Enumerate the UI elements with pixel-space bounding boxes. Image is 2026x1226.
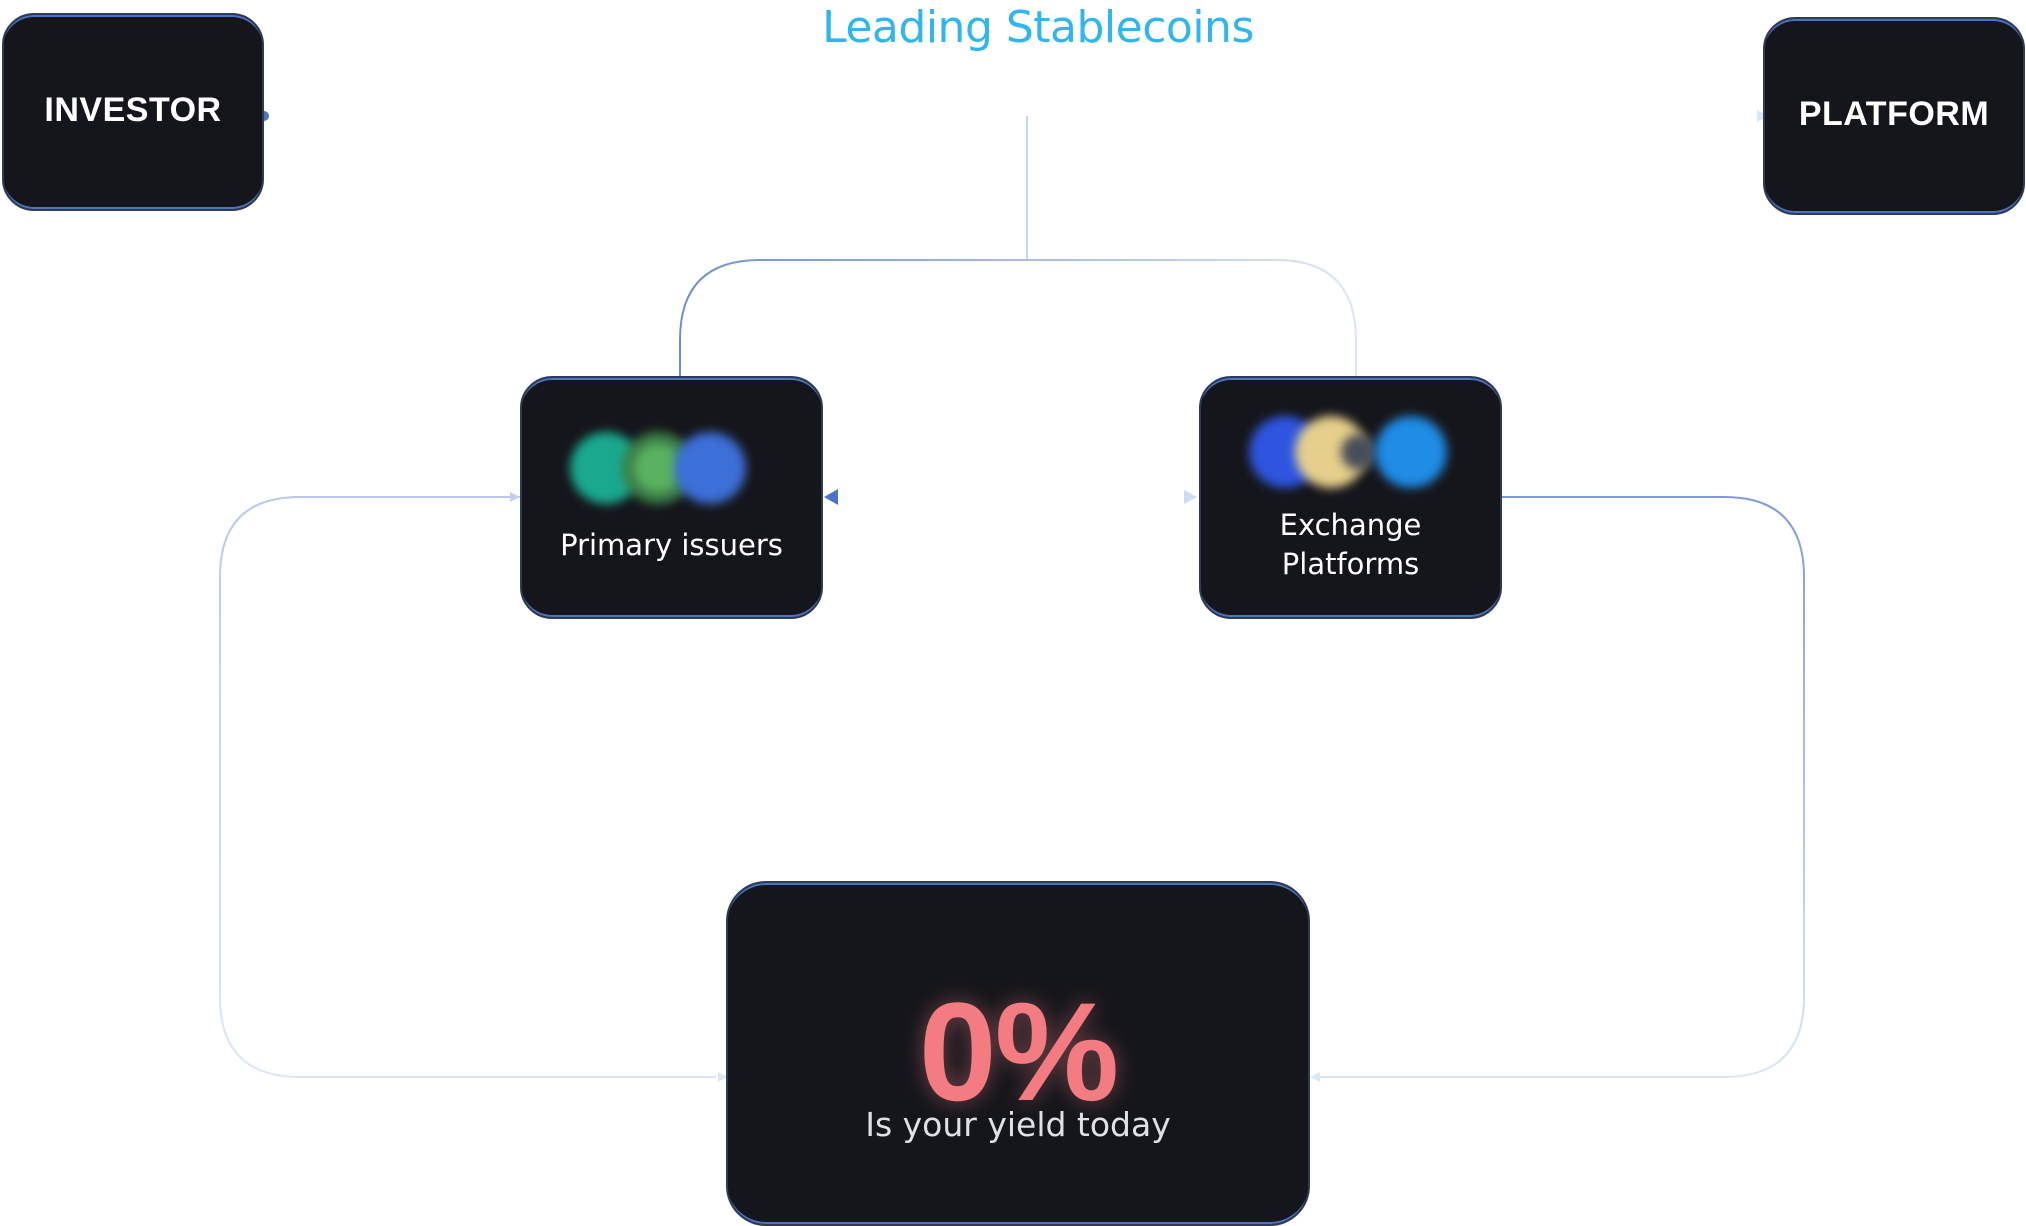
exchange-label-line2: Platforms [1281,547,1420,581]
arrow-into-primary [510,492,520,502]
platform-label: PLATFORM [1798,95,1990,133]
exchange-platforms-node[interactable]: Exchange Platforms [1199,376,1502,619]
primary-issuers-label: Primary issuers [560,528,783,562]
arrow-to-primary [824,489,838,505]
blue-coin-icon [674,432,746,504]
branch-arc [679,259,1357,376]
arrow-to-exchange [1184,490,1197,504]
primary-issuers-node[interactable]: Primary issuers [520,376,823,619]
diagram-title: Leading Stablecoins [822,2,1254,53]
arrow-to-yield-right [1310,1072,1320,1082]
dark-coin-icon [1341,434,1377,470]
yield-value: 0% [918,973,1119,1130]
exchange-label-line1: Exchange [1279,508,1422,542]
right-loop-line [1320,496,1805,1078]
light-blue-coin-icon [1375,416,1447,488]
investor-label: INVESTOR [44,91,222,129]
left-loop-line [219,496,716,1078]
exchange-platforms-label: Exchange Platforms [1201,506,1500,584]
primary-logos [522,428,821,508]
investor-node[interactable]: INVESTOR [2,13,264,211]
arrow-to-platform [1757,110,1768,122]
exchange-logos [1201,416,1500,496]
arrow-to-yield-left [718,1072,728,1082]
yield-caption: Is your yield today [865,1105,1171,1144]
platform-node[interactable]: PLATFORM [1763,17,2025,215]
yield-box: 0% Is your yield today [726,881,1310,1226]
